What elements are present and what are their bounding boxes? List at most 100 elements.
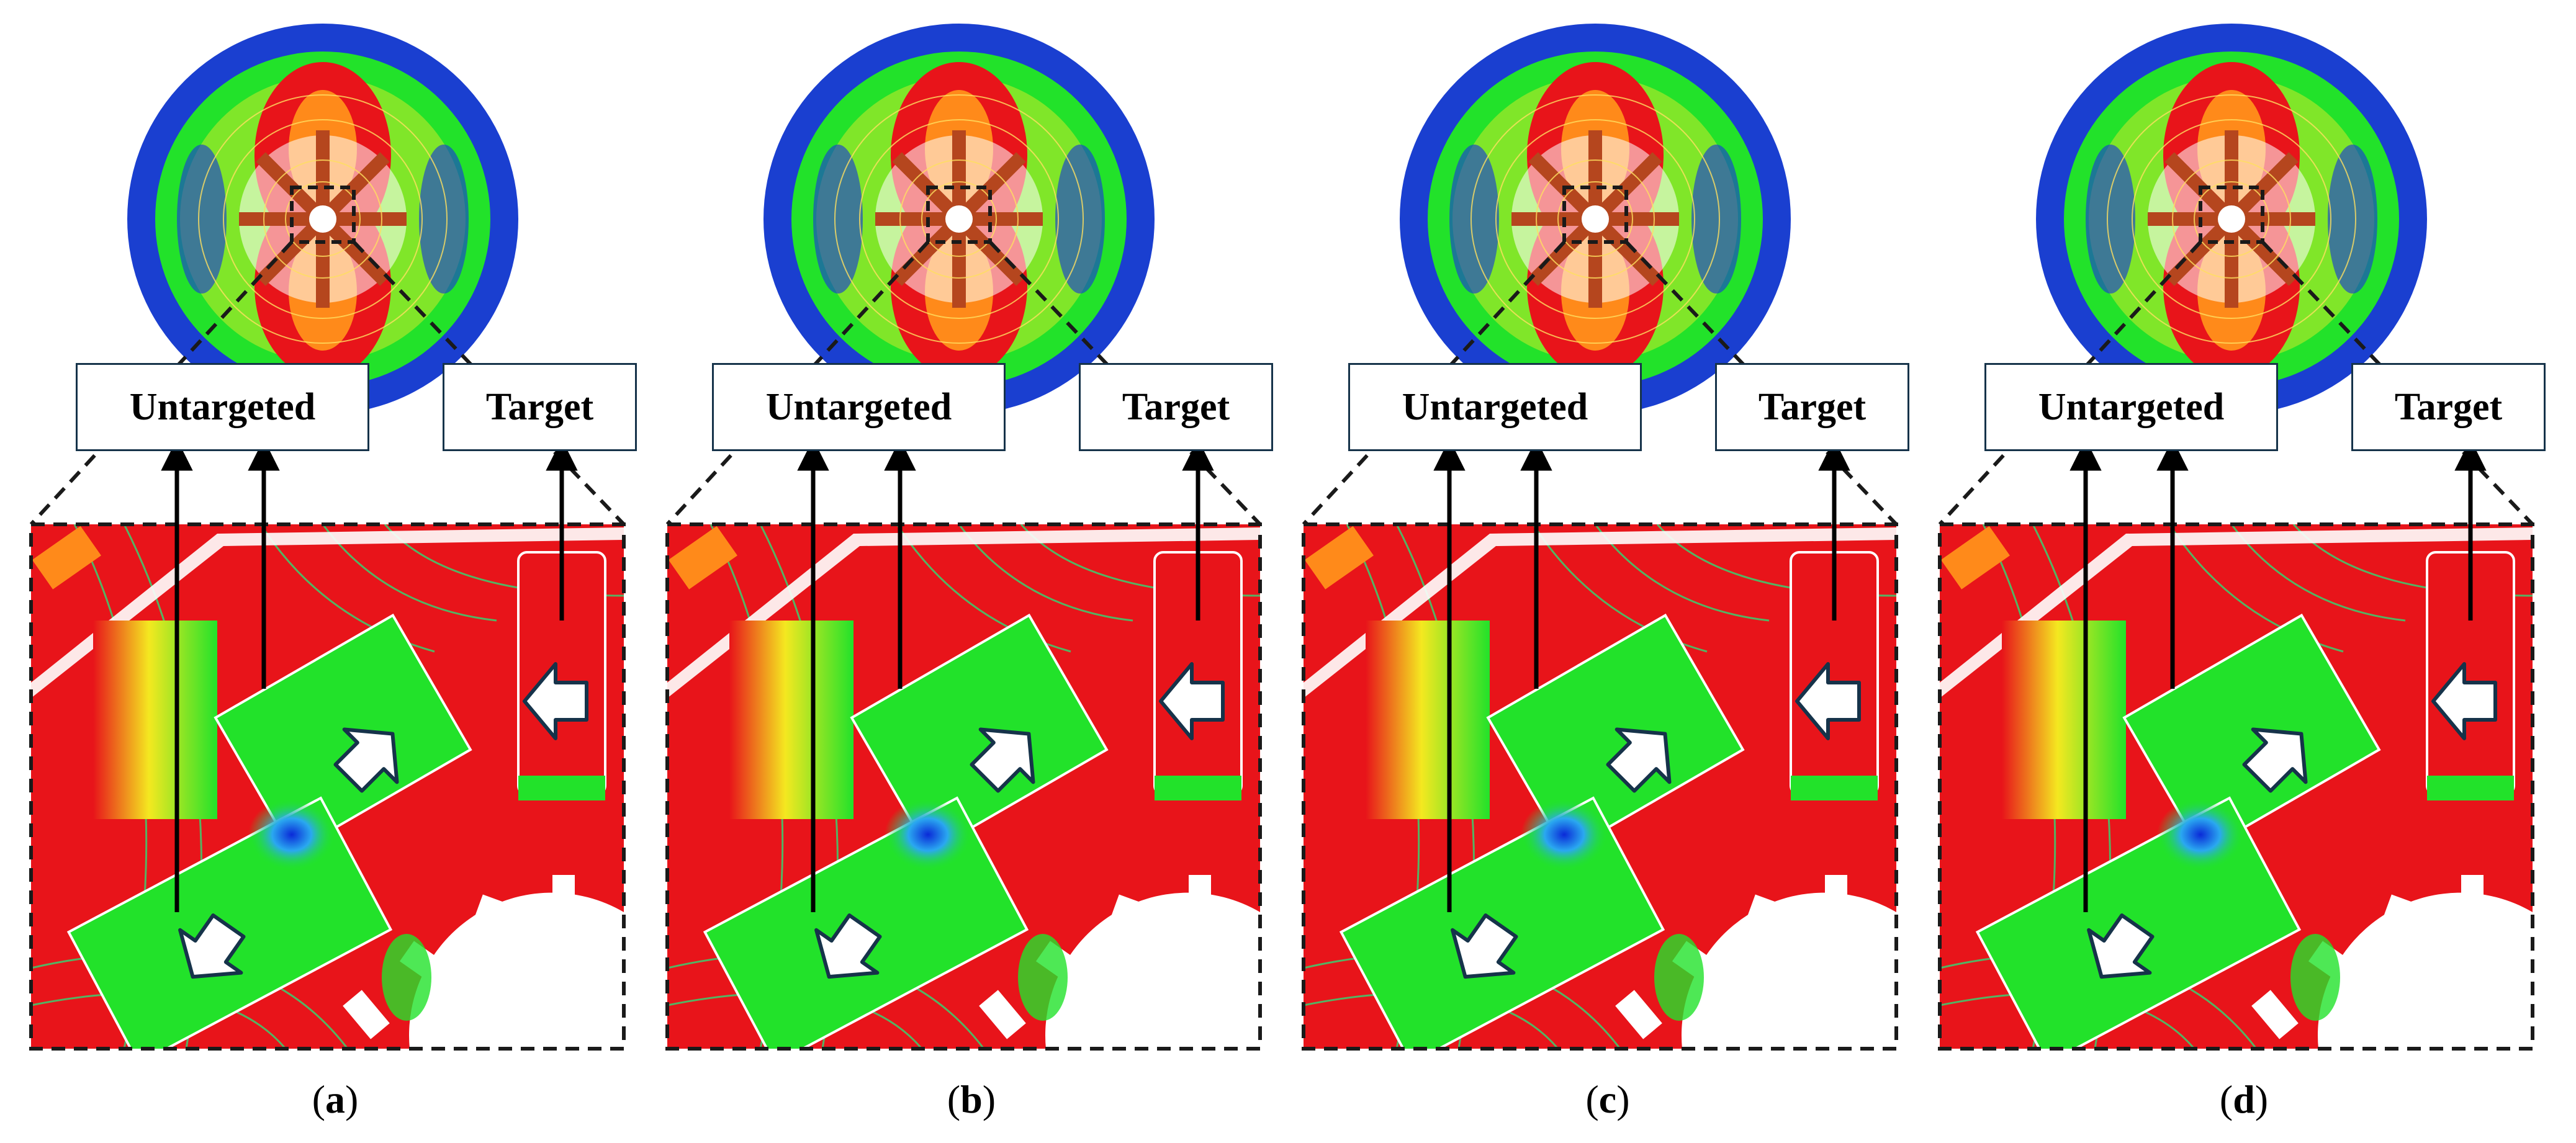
detail-view (31, 524, 624, 1049)
figure-panel-a: Untargeted Target (a) (0, 0, 639, 1143)
pointer-arrows (2069, 439, 2487, 912)
air-gap (31, 527, 624, 698)
low-field-spot (1521, 799, 1608, 871)
magnetization-arrow-lower (2087, 913, 2155, 979)
target-demag-region (2427, 776, 2514, 800)
caption-open: ( (1585, 1077, 1599, 1121)
upper-magnet (2122, 613, 2381, 854)
target-label: Target (443, 363, 637, 451)
transition-region (729, 621, 853, 819)
low-field-region-left (2086, 145, 2135, 294)
transition-region (93, 621, 217, 819)
untargeted-label: Untargeted (1348, 363, 1642, 451)
pointer-arrows (161, 439, 578, 912)
shaft-bore (2318, 892, 2533, 1049)
magnetization-arrow-target (2431, 662, 2497, 740)
magnetization-arrow-lower (814, 913, 882, 979)
panel-graphic (1938, 24, 2534, 1051)
target-label: Target (2351, 363, 2546, 451)
zoom-box (2199, 186, 2264, 244)
pointer-arrows (1433, 439, 1850, 912)
magnetization-arrow-lower (1451, 913, 1518, 979)
low-field-region-left (1449, 145, 1499, 294)
zoom-box (1562, 186, 1628, 244)
target-demag-region (1155, 776, 1241, 800)
panel-graphic (29, 24, 626, 1051)
air-gap (667, 527, 1260, 698)
shaft (2218, 205, 2245, 233)
low-field-region-left (813, 145, 863, 294)
panel-caption: (c) (1546, 1077, 1670, 1123)
adjacent-magnet (1940, 526, 2010, 589)
target-label: Target (1715, 363, 1909, 451)
caption-letter: b (960, 1077, 983, 1121)
rotor-magnets (875, 130, 1043, 308)
low-field-region-right (1691, 145, 1741, 294)
shaft-bore (1682, 892, 1896, 1049)
motor-cross-section (1400, 24, 1791, 415)
zoom-box (290, 186, 356, 244)
upper-magnet (850, 613, 1109, 854)
caption-letter: a (325, 1077, 345, 1121)
detail-view (667, 524, 1260, 1049)
adjacent-magnet (32, 526, 101, 589)
figure-panel-c: Untargeted Target (c) (1272, 0, 1912, 1143)
magnetization-arrow-upper (1606, 727, 1672, 793)
detail-frame (665, 522, 1262, 1051)
magnetization-arrow-upper (333, 727, 399, 793)
zoom-box (926, 186, 992, 244)
upper-magnet (1486, 613, 1745, 854)
untargeted-label: Untargeted (1984, 363, 2278, 451)
detail-frame (1938, 522, 2534, 1051)
transition-region (1366, 621, 1490, 819)
low-field-spot (885, 799, 971, 871)
low-field-region-right (1055, 145, 1105, 294)
air-gap (1304, 527, 1896, 698)
panel-caption: (b) (909, 1077, 1034, 1123)
target-demag-region (518, 776, 605, 800)
low-field-region-right (2328, 145, 2377, 294)
pointer-arrows (797, 439, 1214, 912)
rotor-magnets (239, 130, 407, 308)
panel-graphic (1302, 24, 1898, 1051)
shaft-bore (409, 892, 624, 1049)
magnetization-arrow-upper (2242, 727, 2308, 793)
caption-letter: d (2233, 1077, 2255, 1121)
caption-close: ) (1616, 1077, 1630, 1121)
detail-frame (1302, 522, 1898, 1051)
caption-close: ) (345, 1077, 359, 1121)
magnetization-arrow-lower (178, 913, 246, 979)
low-field-spot (248, 799, 335, 871)
shaft (1582, 205, 1609, 233)
transition-region (2002, 621, 2126, 819)
caption-close: ) (982, 1077, 996, 1121)
motor-cross-section (127, 24, 518, 415)
caption-close: ) (2254, 1077, 2269, 1121)
figure-panel-b: Untargeted Target (b) (636, 0, 1276, 1143)
air-gap (1940, 527, 2533, 698)
target-demag-region (1791, 776, 1878, 800)
adjacent-magnet (1304, 526, 1374, 589)
caption-open: ( (2219, 1077, 2233, 1121)
caption-open: ( (312, 1077, 325, 1121)
magnetization-arrow-target (1795, 662, 1861, 740)
adjacent-magnet (668, 526, 737, 589)
untargeted-label: Untargeted (76, 363, 369, 451)
shaft (309, 205, 336, 233)
magnetization-arrow-upper (970, 727, 1035, 793)
panel-graphic (665, 24, 1262, 1051)
magnetization-arrow-target (523, 662, 588, 740)
untargeted-label: Untargeted (712, 363, 1006, 451)
detail-frame (29, 522, 626, 1051)
caption-open: ( (947, 1077, 961, 1121)
low-field-region-left (177, 145, 227, 294)
detail-view (1940, 524, 2533, 1049)
low-field-spot (2157, 799, 2244, 871)
panel-caption: (d) (2182, 1077, 2306, 1123)
target-label: Target (1079, 363, 1273, 451)
motor-cross-section (763, 24, 1155, 415)
shaft-bore (1045, 892, 1260, 1049)
shaft (945, 205, 973, 233)
low-field-region-right (419, 145, 469, 294)
